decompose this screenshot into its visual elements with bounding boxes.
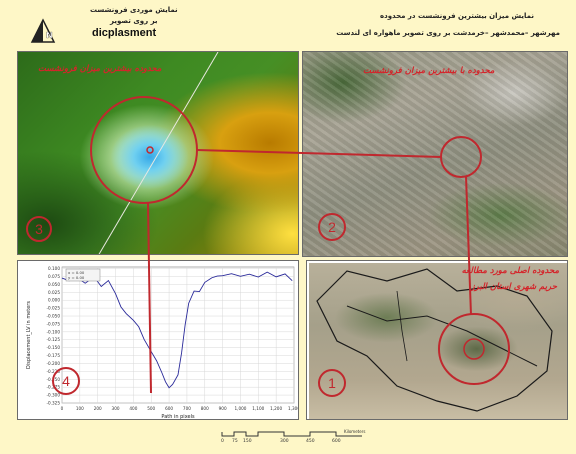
y-tick-label: -0.225 [47, 369, 61, 374]
x-tick-label: 1,000 [234, 406, 246, 411]
x-tick-label: 700 [183, 406, 191, 411]
header-left-subtitle: بر روی تصویر [110, 17, 158, 25]
panel4-number-badge: 4 [52, 367, 80, 395]
displacement-map-panel: محدوده بیشترین میزان فرونشست [17, 51, 299, 255]
y-tick-label: -0.175 [47, 353, 61, 358]
x-tick-label: 1,300 [288, 406, 299, 411]
panel3-label: محدوده بیشترین میزان فرونشست [38, 64, 162, 74]
y-tick-label: 0.075 [48, 274, 60, 279]
scale-bar: Kilometers 0 75 150 300 450 600 [218, 429, 378, 450]
panel1-label-line2: حریم شهری استان البرز [470, 282, 557, 292]
y-tick-label: 0.000 [48, 298, 60, 303]
x-tick-label: 500 [147, 406, 155, 411]
scale-tick: 75 [232, 439, 238, 444]
legend-entry: x = 0.00 [68, 270, 85, 275]
header-left-dataset: dicplasment [92, 27, 157, 39]
y-tick-label: -0.150 [47, 345, 61, 350]
y-tick-label: 0.050 [48, 282, 60, 287]
x-tick-label: 200 [94, 406, 102, 411]
header-left-title: نمایش موردی فرونشست [90, 6, 178, 14]
profile-chart: 0.100 0.075 0.050 0.025 0.000 -0.025 -0.050 -0.… [26, 266, 299, 420]
y-tick-label: -0.050 [47, 314, 61, 319]
panel3-number-badge: 3 [26, 216, 52, 242]
x-tick-label: 900 [219, 406, 227, 411]
y-tick-label: -0.300 [47, 393, 61, 398]
legend-box [65, 268, 101, 282]
plot-area [61, 266, 295, 404]
scale-tick: 600 [332, 439, 341, 444]
y-tick-label: -0.200 [47, 361, 61, 366]
x-tick-label: 600 [165, 406, 173, 411]
y-tick-label: -0.325 [47, 401, 61, 406]
panel1-number-badge: 1 [318, 369, 346, 397]
x-tick-label: 300 [112, 406, 120, 411]
y-tick-label: -0.100 [47, 329, 61, 334]
scale-tick: 450 [306, 439, 315, 444]
panel1-label-line1: محدوده اصلی مورد مطالعه [461, 266, 559, 276]
profile-chart-panel: 0.100 0.075 0.050 0.025 0.000 -0.025 -0.050 -0.… [17, 260, 299, 420]
y-tick-label: -0.125 [47, 337, 61, 342]
x-tick-label: 1,100 [252, 406, 264, 411]
legend-entry: y = 0.00 [68, 275, 85, 280]
x-tick-label: 1,200 [270, 406, 282, 411]
x-tick-label: 400 [129, 406, 137, 411]
panel2-number-badge: 2 [318, 213, 346, 241]
scale-ticks: 0 75 150 300 450 600 [218, 439, 368, 447]
scale-tick: 150 [243, 439, 252, 444]
scale-unit: Kilometers [344, 429, 366, 434]
profile-series-line [61, 271, 293, 389]
y-tick-label: -0.025 [47, 306, 61, 311]
x-tick-label: 0 [61, 406, 64, 411]
panel2-label: محدوده با بیشترین میزان فرونشست [363, 66, 495, 76]
header-right-title: نمایش میزان بیشترین فرونشست در محدوده [379, 12, 534, 20]
y-tick-label: -0.075 [47, 321, 61, 326]
y-tick-label: 0.025 [48, 290, 60, 295]
x-tick-label: 100 [76, 406, 84, 411]
header-right-subtitle: مهرشهر –محمدشهر –خرمدشت بر روی تصویر ماه… [336, 29, 560, 37]
x-axis-label: Path in pixels [161, 414, 195, 420]
scale-tick: 300 [280, 439, 289, 444]
y-axis-label: Displacement_LV in meters [26, 301, 32, 369]
x-tick-label: 800 [201, 406, 209, 411]
north-arrow-icon: N [30, 18, 56, 44]
scale-bar-graphic [221, 431, 362, 437]
svg-text:N: N [46, 31, 53, 40]
regional-map-panel: محدوده اصلی مورد مطالعه حریم شهری استان … [306, 260, 568, 420]
scale-tick: 0 [221, 439, 224, 444]
y-tick-label: 0.100 [48, 266, 60, 271]
